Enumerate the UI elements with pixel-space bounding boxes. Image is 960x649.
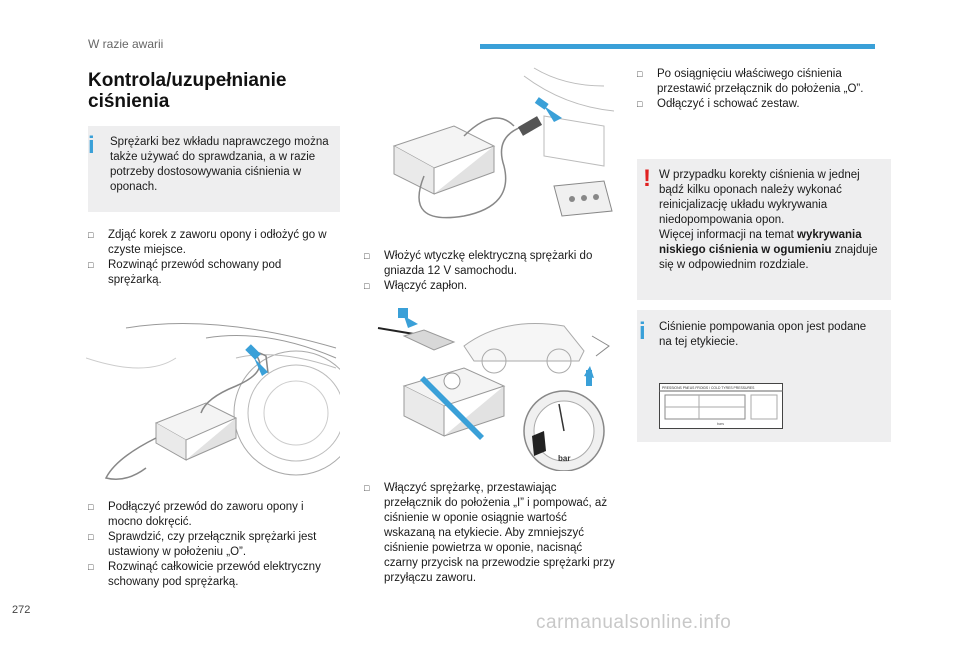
checkbox-bullet-icon: □ bbox=[364, 483, 370, 493]
steps-list-2: □Podłączyć przewód do zaworu opony i moc… bbox=[88, 500, 338, 590]
label-unit: bars bbox=[717, 422, 724, 426]
list-item: □Odłączyć i schować zestaw. bbox=[637, 98, 800, 110]
list-item: □Włączyć zapłon. bbox=[364, 280, 468, 292]
steps-list-3: □Włożyć wtyczkę elektryczną sprężarki do… bbox=[364, 249, 616, 294]
steps-list-4: □Włączyć sprężarkę, przestawiając przełą… bbox=[364, 481, 616, 586]
info-box: i Sprężarki bez wkładu naprawczego można… bbox=[88, 126, 340, 212]
warning-text-2: Więcej informacji na temat wykrywania ni… bbox=[659, 229, 878, 271]
checkbox-bullet-icon: □ bbox=[88, 562, 94, 572]
section-label: W razie awarii bbox=[88, 37, 164, 51]
info-box-text: Ciśnienie pompowania opon jest podane na… bbox=[659, 321, 867, 348]
checkbox-bullet-icon: □ bbox=[88, 260, 94, 270]
compressor-12v-socket-illustration bbox=[364, 66, 614, 236]
list-item: □Rozwinąć przewód schowany pod sprężarką… bbox=[88, 259, 282, 286]
warning-box-text: W przypadku korekty ciśnienia w jednej b… bbox=[659, 168, 883, 273]
checkbox-bullet-icon: □ bbox=[364, 281, 370, 291]
section-accent-bar bbox=[480, 44, 875, 49]
page-title: Kontrola/uzupełnianie ciśnienia bbox=[88, 70, 287, 112]
list-item: □Rozwinąć całkowicie przewód elektryczny… bbox=[88, 561, 321, 588]
info-icon: i bbox=[639, 318, 646, 345]
tyre-pressure-label-illustration: PRESSIONS PNEUS FROIDS / COLD TYRES PRES… bbox=[659, 383, 783, 429]
checkbox-bullet-icon: □ bbox=[88, 502, 94, 512]
checkbox-bullet-icon: □ bbox=[637, 99, 643, 109]
compressor-gauge-illustration: bar bbox=[364, 306, 614, 471]
list-item: □Włożyć wtyczkę elektryczną sprężarki do… bbox=[364, 250, 593, 277]
compressor-tyre-illustration bbox=[86, 318, 340, 488]
info-box-text: Sprężarki bez wkładu naprawczego można t… bbox=[110, 136, 329, 193]
checkbox-bullet-icon: □ bbox=[364, 251, 370, 261]
list-item: □Sprawdzić, czy przełącznik sprężarki je… bbox=[88, 531, 317, 558]
label-header: PRESSIONS PNEUS FROIDS / COLD TYRES PRES… bbox=[662, 386, 755, 390]
checkbox-bullet-icon: □ bbox=[88, 230, 94, 240]
warning-icon: ! bbox=[643, 165, 651, 192]
warning-box: ! W przypadku korekty ciśnienia w jednej… bbox=[637, 159, 891, 300]
info-icon: i bbox=[88, 132, 95, 159]
list-item: □Podłączyć przewód do zaworu opony i moc… bbox=[88, 501, 304, 528]
tyre-pressure-info-box: i Ciśnienie pompowania opon jest podane … bbox=[637, 310, 891, 442]
steps-list-1: □Zdjąć korek z zaworu opony i odłożyć go… bbox=[88, 228, 338, 288]
list-item: □Włączyć sprężarkę, przestawiając przełą… bbox=[364, 482, 615, 584]
warning-text-1: W przypadku korekty ciśnienia w jednej b… bbox=[659, 169, 860, 226]
list-item: □Zdjąć korek z zaworu opony i odłożyć go… bbox=[88, 229, 327, 256]
list-item: □Po osiągnięciu właściwego ciśnienia prz… bbox=[637, 68, 864, 95]
page-number: 272 bbox=[12, 604, 31, 616]
gauge-unit-label: bar bbox=[558, 454, 570, 463]
watermark: carmanualsonline.info bbox=[536, 612, 732, 633]
checkbox-bullet-icon: □ bbox=[88, 532, 94, 542]
steps-list-5: □Po osiągnięciu właściwego ciśnienia prz… bbox=[637, 67, 889, 112]
checkbox-bullet-icon: □ bbox=[637, 69, 643, 79]
